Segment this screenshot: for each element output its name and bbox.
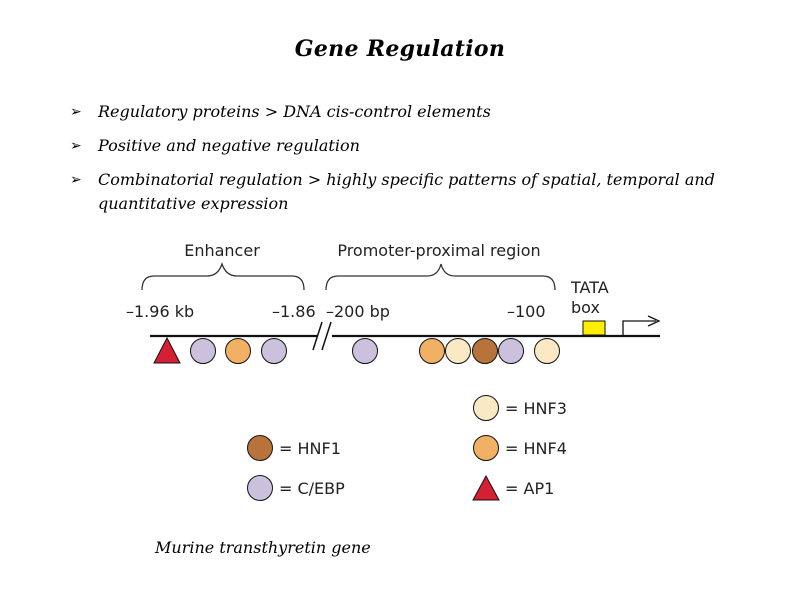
position-label: –1.96 kb: [126, 302, 194, 321]
legend-hnf3-icon: [473, 395, 499, 421]
position-label: –200 bp: [326, 302, 390, 321]
transcription-start-arrow: [622, 320, 656, 335]
legend-ap1-label: = AP1: [505, 479, 554, 498]
legend-hnf1-label: = HNF1: [279, 439, 341, 458]
legend-cebp-label: = C/EBP: [279, 479, 345, 498]
legend-hnf3-label: = HNF3: [505, 399, 567, 418]
tata-label: TATA: [570, 278, 609, 297]
cebp-site: [352, 338, 378, 364]
bullet-item: ➢ Positive and negative regulation: [70, 134, 730, 158]
arrow-head-icon: [647, 315, 661, 327]
cebp-site: [261, 338, 287, 364]
legend-hnf1-icon: [247, 435, 273, 461]
arrow-bullet-icon: ➢: [70, 172, 82, 188]
tata-box: [582, 320, 606, 336]
hnf4-site: [419, 338, 445, 364]
legend-cebp-icon: [247, 475, 273, 501]
hnf3-site: [445, 338, 471, 364]
legend-hnf4-label: = HNF4: [505, 439, 567, 458]
bullet-text: Positive and negative regulation: [98, 136, 360, 155]
enhancer-brace: [141, 261, 305, 291]
hnf1-site: [472, 338, 498, 364]
bullet-item: ➢ Combinatorial regulation > highly spec…: [70, 168, 730, 216]
tata-box-label: box: [571, 298, 600, 317]
slide-title: Gene Regulation: [294, 36, 506, 62]
diagram-caption: Murine transthyretin gene: [155, 538, 371, 557]
legend-ap1-icon: [472, 474, 500, 501]
position-label: –1.86: [272, 302, 316, 321]
bullet-text: Regulatory proteins > DNA cis-control el…: [98, 102, 491, 121]
position-label: –100: [507, 302, 546, 321]
hnf3-site: [534, 338, 560, 364]
bullet-list: ➢ Regulatory proteins > DNA cis-control …: [70, 100, 730, 226]
legend-hnf4-icon: [473, 435, 499, 461]
bullet-item: ➢ Regulatory proteins > DNA cis-control …: [70, 100, 730, 124]
promoter-brace: [325, 263, 556, 291]
arrow-bullet-icon: ➢: [70, 104, 82, 120]
break-mark: [312, 321, 323, 351]
enhancer-label: Enhancer: [184, 241, 260, 260]
break-mark: [321, 321, 332, 351]
ap1-site: [153, 336, 181, 364]
arrow-bullet-icon: ➢: [70, 138, 82, 154]
hnf4-site: [225, 338, 251, 364]
bullet-text: Combinatorial regulation > highly specif…: [98, 170, 715, 213]
promoter-label: Promoter-proximal region: [337, 241, 540, 260]
cebp-site: [498, 338, 524, 364]
cebp-site: [190, 338, 216, 364]
